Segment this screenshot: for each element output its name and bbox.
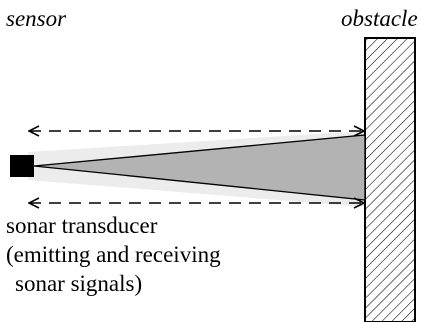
sonar-beam — [33, 134, 366, 201]
obstacle-wall — [364, 37, 416, 322]
transducer-caption-line-1: sonar transducer — [6, 213, 158, 238]
transducer-caption-line-2: (emitting and receiving — [6, 242, 221, 267]
transducer-square-icon — [10, 155, 34, 177]
obstacle-label: obstacle — [341, 6, 418, 31]
transducer-caption: sonar transducer (emitting and receiving… — [6, 211, 221, 298]
transducer-caption-line-3: sonar signals) — [15, 271, 143, 296]
sensor-label: sensor — [6, 6, 67, 31]
